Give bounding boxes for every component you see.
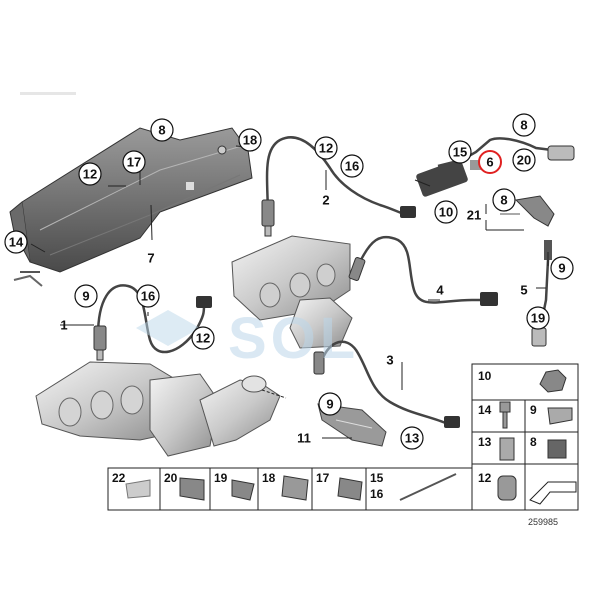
callout-c17: 17 — [122, 150, 146, 174]
grid-part-number: 17 — [316, 471, 330, 485]
callout-c9-right: 9 — [550, 256, 574, 280]
callout-c13-mid: 13 — [400, 426, 424, 450]
exhaust-manifold-catalyst-1 — [35, 361, 281, 457]
callout-number: 2 — [322, 193, 329, 208]
grid-part-number: 14 — [478, 403, 492, 417]
exhaust-manifold-catalyst-2 — [231, 235, 353, 349]
oxygen-sensor-2 — [261, 136, 416, 237]
callout-c12-left: 12 — [191, 326, 215, 350]
grid-part-number: 20 — [164, 471, 178, 485]
callout-number: 17 — [127, 155, 141, 170]
callout-c18: 18 — [238, 128, 262, 152]
catalog-id: 259985 — [528, 517, 558, 527]
callout-number: 7 — [147, 251, 154, 266]
oxygen-sensor-1 — [93, 284, 212, 361]
callout-c15: 15 — [448, 140, 472, 164]
watermark-mark — [136, 310, 200, 346]
heat-shield — [9, 127, 253, 273]
grid-part-number: 15 — [370, 471, 384, 485]
grid-part-number: 19 — [214, 471, 228, 485]
callout-number: 20 — [517, 153, 531, 168]
callout-number: 15 — [453, 145, 467, 160]
grid-part-icons — [125, 369, 577, 505]
callout-c8-bracket: 8 — [492, 188, 516, 212]
oxygen-sensor-5 — [531, 240, 552, 347]
callout-number: 5 — [520, 283, 527, 298]
callout-c21: 21 — [462, 203, 486, 227]
callout-c14: 14 — [4, 230, 28, 254]
callout-c10-mid: 10 — [434, 200, 458, 224]
callout-number: 19 — [531, 311, 545, 326]
grid-part-number: 18 — [262, 471, 276, 485]
callout-number: 11 — [297, 431, 311, 446]
parts-grid-labels: 10 14 9 13 8 12 22 20 19 18 17 15 16 — [112, 369, 537, 501]
callout-c20: 20 — [512, 148, 536, 172]
callout-c6: 6 — [478, 150, 502, 174]
callout-c2: 2 — [322, 193, 329, 208]
callout-number: 10 — [439, 205, 453, 220]
callout-c3: 3 — [386, 353, 393, 368]
grid-part-number: 8 — [530, 435, 537, 449]
callout-number: 1 — [60, 318, 67, 333]
oxygen-sensor-3 — [313, 340, 460, 428]
grid-part-number: 12 — [478, 471, 492, 485]
grid-part-number: 10 — [478, 369, 492, 383]
callout-number: 8 — [520, 118, 527, 133]
callout-c16-sensor2: 16 — [340, 154, 364, 178]
callout-number: 8 — [500, 193, 507, 208]
callout-c16-left: 16 — [136, 284, 160, 308]
callout-number: 18 — [243, 133, 257, 148]
callout-c1: 1 — [60, 318, 67, 333]
callout-number: 9 — [82, 289, 89, 304]
callout-c11: 11 — [297, 431, 311, 446]
callout-number: 12 — [319, 141, 333, 156]
grid-part-number: 9 — [530, 403, 537, 417]
grid-part-number: 13 — [478, 435, 492, 449]
grid-part-number: 16 — [370, 487, 384, 501]
callout-c4: 4 — [436, 283, 444, 298]
callout-number: 13 — [405, 431, 419, 446]
callout-c9-mid: 9 — [318, 392, 342, 416]
callout-number: 14 — [9, 235, 24, 250]
callout-c12-sensor2: 12 — [314, 136, 338, 160]
callout-group: 8 18 17 12 14 7 12 16 2 15 6 8 20 10 21 8 4 9 5 19 9 16 1 12 3 9 1… — [4, 113, 574, 450]
callout-c9-left: 9 — [74, 284, 98, 308]
callout-c12-shield: 12 — [78, 162, 102, 186]
watermark-logo: SOL — [228, 306, 359, 371]
callout-number: 9 — [558, 261, 565, 276]
callout-c8-top: 8 — [150, 118, 174, 142]
callout-number: 16 — [345, 159, 359, 174]
callout-number: 3 — [386, 353, 393, 368]
grid-part-number: 22 — [112, 471, 126, 485]
callout-c5: 5 — [520, 283, 527, 298]
callout-number: 16 — [141, 289, 155, 304]
callout-c8-right: 8 — [512, 113, 536, 137]
oxygen-sensor-6 — [416, 137, 575, 197]
callout-number: 8 — [158, 123, 165, 138]
oxygen-sensor-4 — [348, 235, 498, 306]
callout-number: 12 — [196, 331, 210, 346]
callout-c7: 7 — [147, 251, 154, 266]
callout-number: 21 — [467, 208, 481, 223]
parts-grid — [107, 363, 579, 511]
callout-number: 6 — [486, 155, 493, 170]
callout-number: 12 — [83, 167, 97, 182]
callout-number: 4 — [436, 283, 444, 298]
callout-c19: 19 — [526, 306, 550, 330]
callout-number: 9 — [326, 397, 333, 412]
